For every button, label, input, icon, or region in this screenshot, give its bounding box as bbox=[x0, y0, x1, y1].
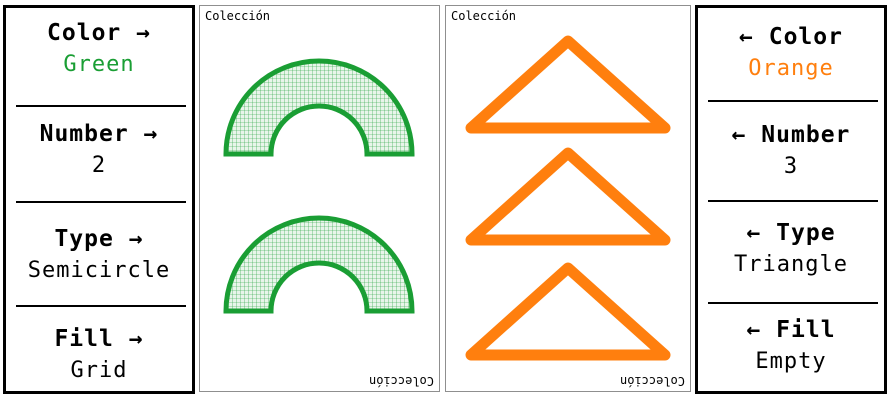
color-value: Orange bbox=[748, 56, 834, 81]
color-value: Green bbox=[63, 52, 135, 77]
type-value: Triangle bbox=[734, 252, 848, 277]
color-attribute: Color → Green bbox=[6, 20, 192, 77]
fill-attribute: Fill → Grid bbox=[6, 326, 192, 383]
fill-attribute: ← Fill Empty bbox=[698, 317, 884, 374]
color-label: Color → bbox=[47, 20, 151, 46]
card-orange-triangles[interactable]: Colección Colección bbox=[445, 5, 691, 392]
type-attribute: Type → Semicircle bbox=[6, 226, 192, 283]
number-label: Number → bbox=[39, 121, 159, 147]
card-brand: Colección bbox=[451, 9, 517, 23]
semicircle-icon bbox=[223, 215, 415, 314]
type-label: ← Type bbox=[746, 220, 836, 246]
card-shapes bbox=[223, 58, 415, 314]
card-green-semicircles[interactable]: Colección Colección bbox=[199, 5, 440, 392]
card-shapes bbox=[465, 35, 671, 361]
number-attribute: Number → 2 bbox=[6, 121, 192, 178]
color-attribute: ← Color Orange bbox=[698, 24, 884, 81]
divider bbox=[708, 302, 878, 304]
card-brand: Colección bbox=[205, 9, 271, 23]
semicircle-icon bbox=[223, 58, 415, 157]
divider bbox=[16, 305, 186, 307]
type-label: Type → bbox=[54, 226, 144, 252]
triangle-icon bbox=[465, 147, 671, 246]
left-attribute-panel: Color → Green Number → 2 Type → Semicirc… bbox=[3, 5, 195, 394]
fill-label: ← Fill bbox=[746, 317, 836, 343]
number-value: 2 bbox=[91, 153, 107, 178]
divider bbox=[16, 105, 186, 107]
type-attribute: ← Type Triangle bbox=[698, 220, 884, 277]
fill-label: Fill → bbox=[54, 326, 144, 352]
card-brand-inverted: Colección bbox=[368, 374, 434, 388]
number-value: 3 bbox=[783, 154, 799, 179]
divider bbox=[16, 201, 186, 203]
triangle-icon bbox=[465, 262, 671, 361]
right-attribute-panel: ← Color Orange ← Number 3 ← Type Triangl… bbox=[695, 5, 887, 394]
number-attribute: ← Number 3 bbox=[698, 122, 884, 179]
divider bbox=[708, 200, 878, 202]
number-label: ← Number bbox=[731, 122, 851, 148]
fill-value: Empty bbox=[755, 349, 827, 374]
triangle-icon bbox=[465, 35, 671, 134]
card-brand-inverted: Colección bbox=[619, 374, 685, 388]
fill-value: Grid bbox=[70, 358, 128, 383]
color-label: ← Color bbox=[739, 24, 843, 50]
type-value: Semicircle bbox=[27, 258, 171, 283]
divider bbox=[708, 100, 878, 102]
